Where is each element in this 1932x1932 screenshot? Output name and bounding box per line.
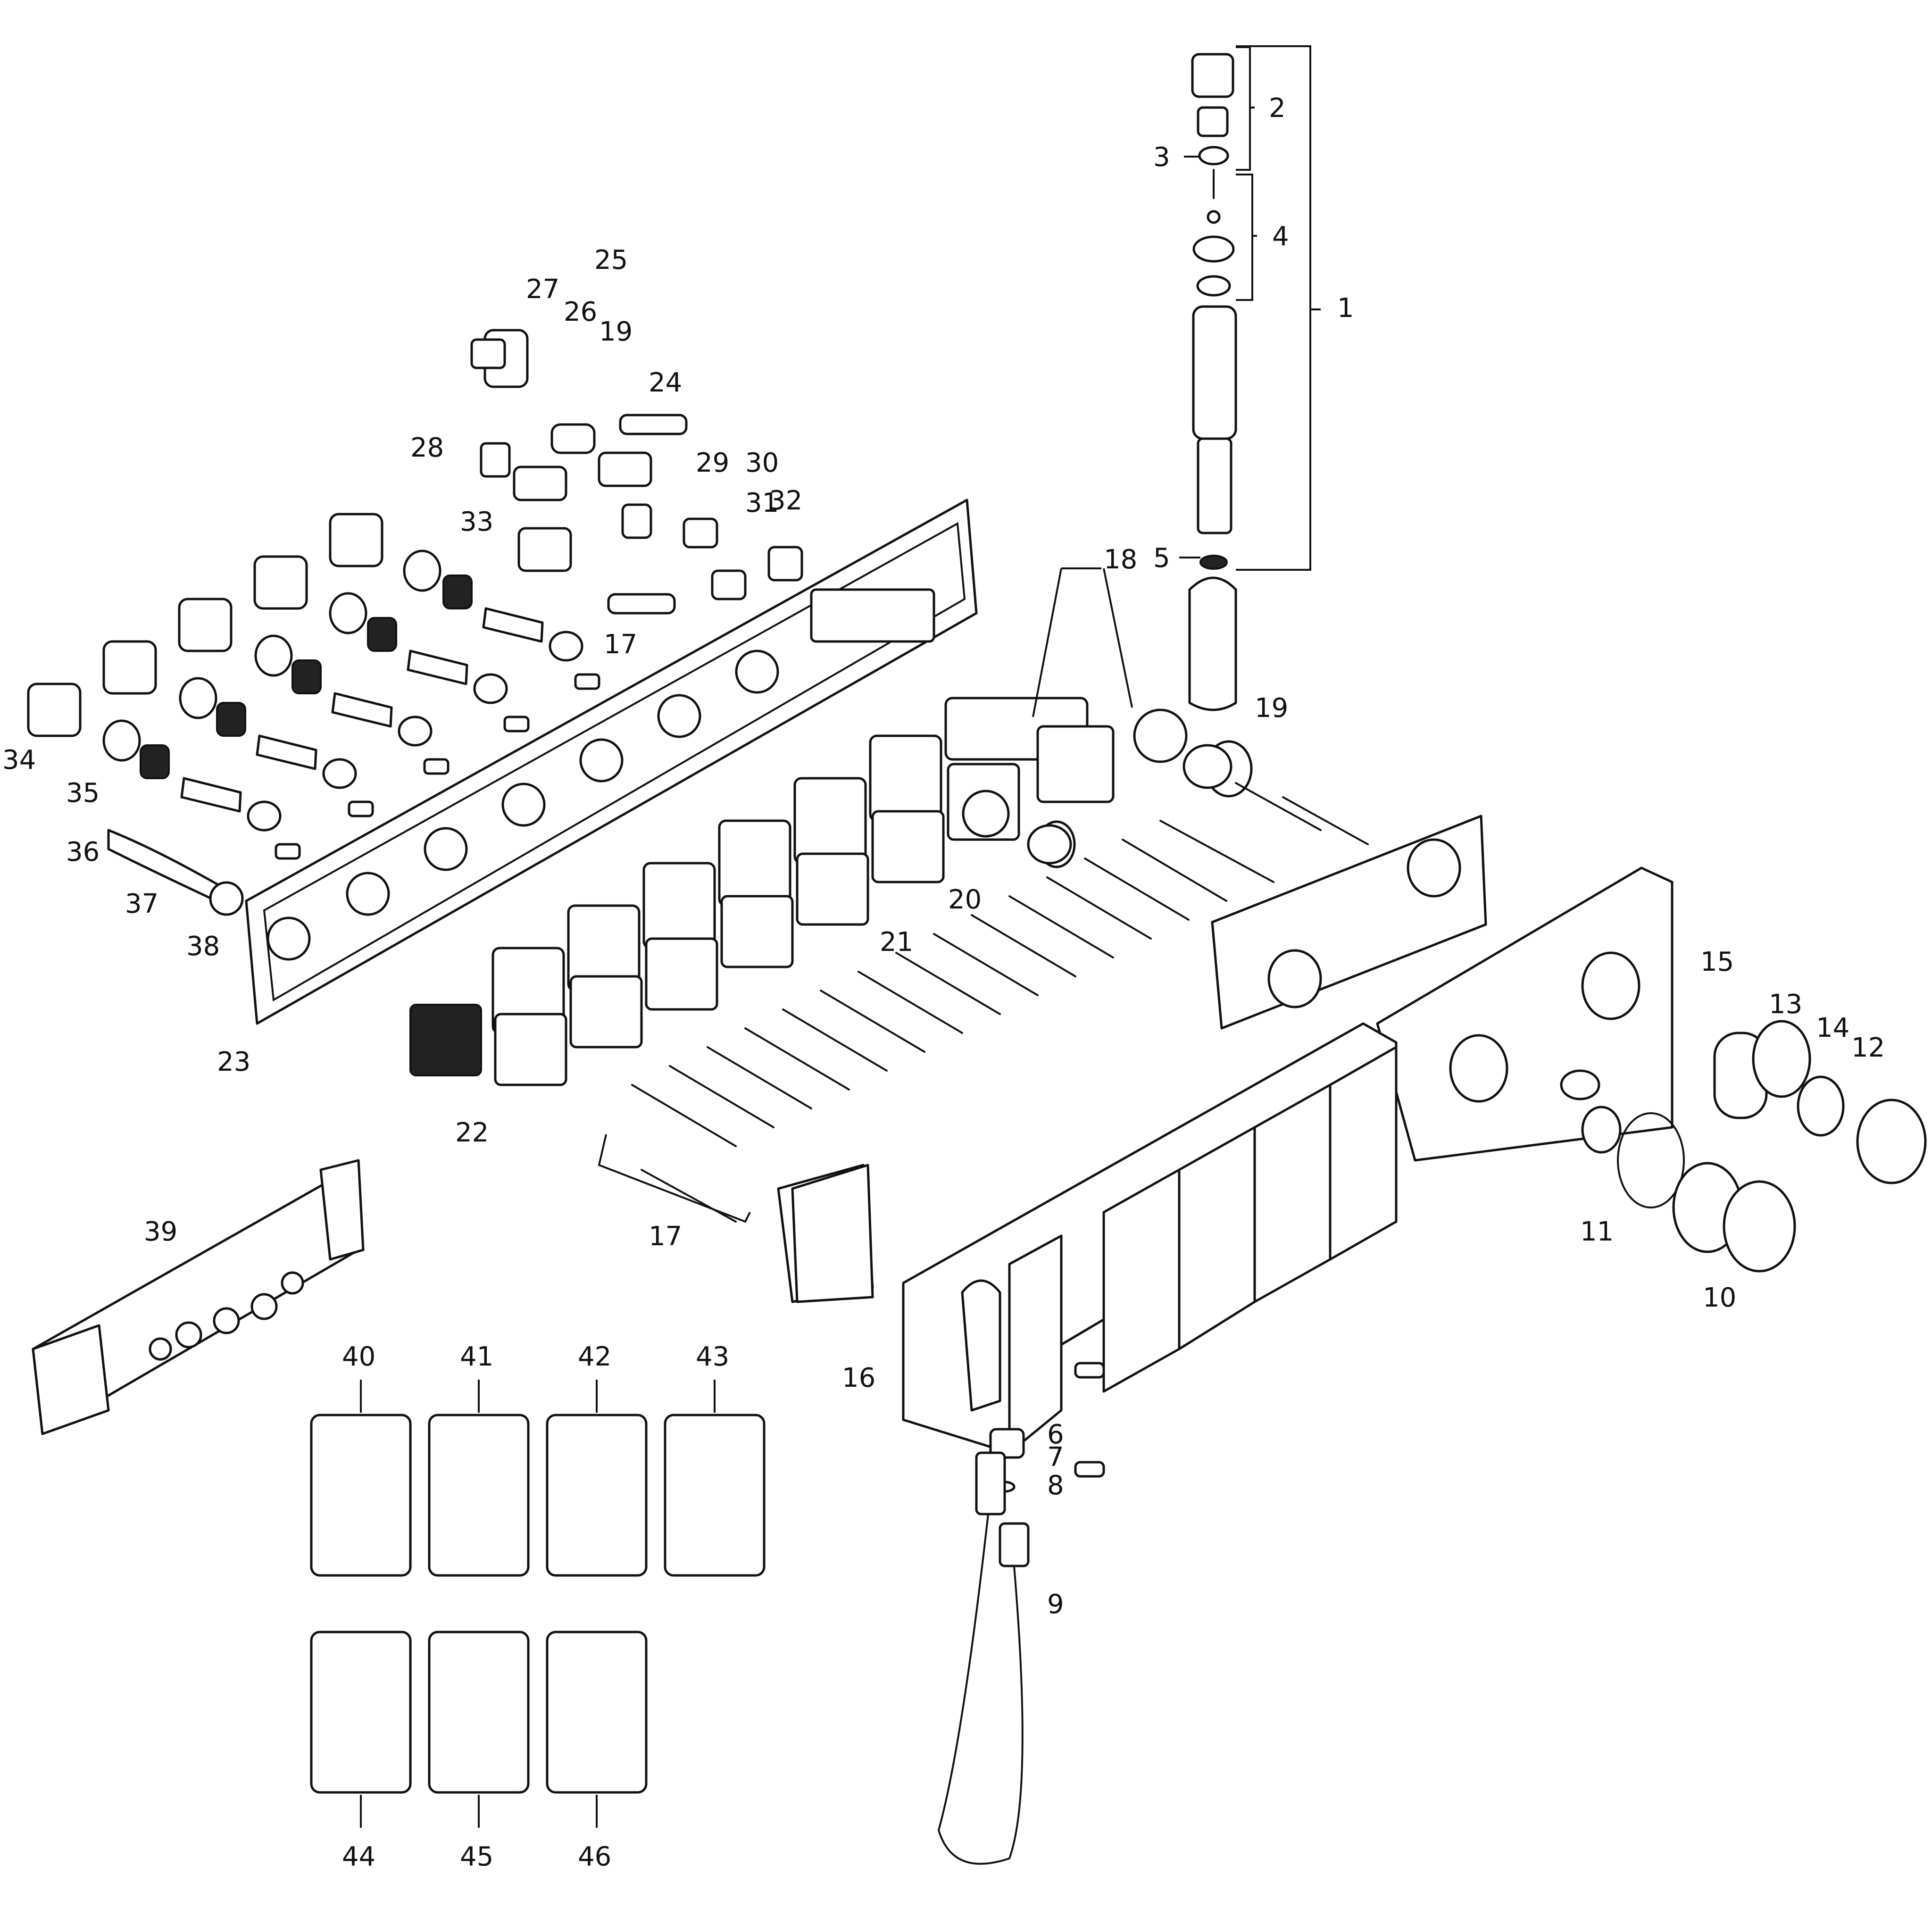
callout-label: 28 (410, 433, 444, 463)
shower-hose (937, 1362, 1105, 1865)
function-buttons (310, 1414, 766, 1794)
callout-label: 25 (594, 245, 628, 275)
callout-label: 19 (1255, 693, 1288, 724)
valve-cartridges (27, 329, 803, 916)
callout-label: 1 (1337, 293, 1354, 324)
callout-label: 9 (1047, 1589, 1064, 1620)
callout-label: 37 (125, 889, 158, 919)
callout-label: 44 (342, 1841, 375, 1872)
callout-label: 20 (948, 884, 982, 915)
callout-label: 35 (66, 778, 100, 808)
callout-label: 2 (1269, 93, 1286, 124)
callout-label: 22 (455, 1117, 489, 1148)
callout-label: 45 (460, 1841, 493, 1872)
callout-label: 7 (1047, 1442, 1064, 1473)
callout-label: 12 (1851, 1033, 1885, 1063)
callout-label: 40 (342, 1341, 375, 1372)
fixing-screws (631, 744, 1369, 1223)
callout-label: 23 (217, 1047, 250, 1077)
callout-label: 42 (578, 1341, 611, 1372)
callout-label: 11 (1580, 1216, 1614, 1247)
callout-label: 8 (1047, 1470, 1064, 1501)
callout-label: 18 (1104, 544, 1137, 575)
callout-label: 4 (1272, 221, 1289, 252)
callout-label: 13 (1769, 989, 1802, 1020)
callout-label: 15 (1700, 947, 1734, 977)
callout-label: 32 (769, 485, 802, 516)
mounting-frame (245, 499, 978, 1025)
callout-label: 39 (144, 1216, 177, 1247)
callout-label: 46 (578, 1841, 611, 1872)
callout-label: 26 (564, 297, 597, 327)
callout-label: 6 (1047, 1419, 1064, 1450)
callout-label: 31 (745, 488, 779, 518)
callout-label: 16 (842, 1363, 875, 1393)
callout-label: 5 (1153, 543, 1170, 574)
callout-label: 17 (649, 1221, 682, 1252)
callout-label: 19 (599, 316, 633, 347)
callout-label: 33 (460, 507, 493, 537)
callout-label: 38 (186, 931, 220, 962)
callout-label: 21 (880, 927, 913, 958)
callout-label: 10 (1703, 1282, 1736, 1313)
callout-label: 41 (460, 1341, 493, 1372)
callout-label: 14 (1816, 1013, 1849, 1043)
control-knobs (1560, 1020, 1927, 1273)
hand-shower-assembly (1188, 53, 1237, 711)
callout-label: 36 (66, 837, 100, 867)
callout-label: 30 (745, 448, 779, 478)
callout-label: 27 (526, 274, 559, 305)
callout-label: 17 (604, 629, 637, 660)
callout-label: 43 (696, 1341, 729, 1372)
callout-label: 34 (2, 745, 36, 775)
callout-label: 3 (1153, 142, 1170, 173)
callout-label: 24 (649, 367, 682, 398)
wall-bracket (32, 1159, 874, 1435)
callout-label: 29 (696, 448, 729, 478)
